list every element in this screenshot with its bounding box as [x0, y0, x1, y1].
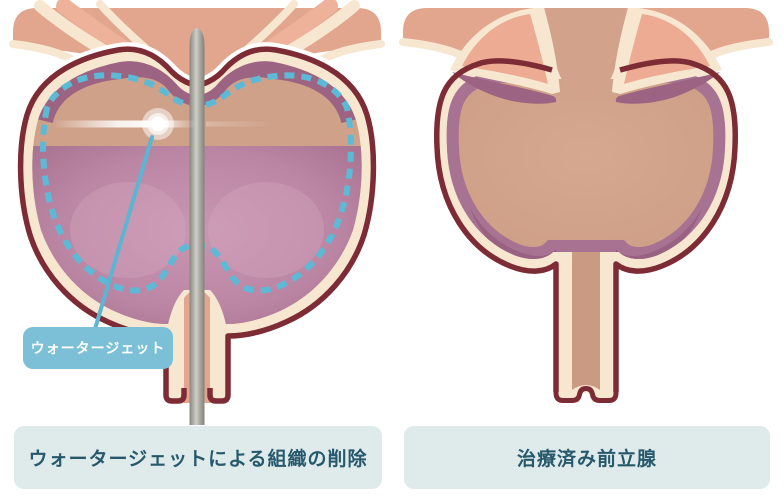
urethra-notch	[579, 392, 593, 406]
capsule-outline-left	[17, 46, 377, 404]
caption-right: 治療済み前立腺	[404, 426, 770, 489]
annotation-label-text: ウォータージェット	[30, 340, 166, 356]
right-panel-illustration	[399, 8, 773, 406]
adenoma-highlight	[70, 182, 186, 278]
neck-crescent-left	[452, 72, 557, 104]
caption-right-text: 治療済み前立腺	[516, 449, 657, 470]
neck-channel	[546, 8, 626, 101]
caption-left-text: ウォータージェットによる組織の削除	[28, 449, 368, 470]
caption-left: ウォータージェットによる組織の削除	[14, 426, 382, 489]
urethra-channel-right	[572, 252, 600, 390]
annotation-label: ウォータージェット	[23, 327, 173, 369]
annotation-pointer-line	[93, 135, 154, 331]
probe-rod	[189, 28, 205, 425]
capsule-outline-right	[433, 58, 739, 403]
neck-crescent-right	[615, 72, 720, 104]
left-panel-illustration	[9, 0, 385, 425]
water-jet-beam-right	[206, 121, 276, 127]
water-jet-beam	[52, 120, 196, 128]
treated-cavity	[446, 70, 726, 259]
adenoma-highlight	[208, 182, 324, 278]
water-jet-ball	[142, 108, 174, 140]
